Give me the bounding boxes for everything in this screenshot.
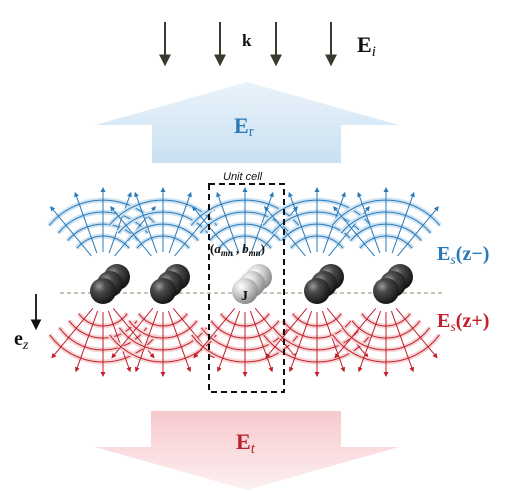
radiation-arrow xyxy=(264,206,306,257)
incident-field-label: Ei xyxy=(357,32,376,60)
radiation-arrow xyxy=(216,310,241,373)
reflected-field-arrow xyxy=(95,82,399,163)
radiation-arrow xyxy=(108,191,132,254)
radiation-arrow xyxy=(74,310,99,373)
particle xyxy=(150,278,176,304)
radiation-arrow xyxy=(167,310,192,373)
radiation-arrow xyxy=(265,307,308,359)
radiation-arrow xyxy=(192,206,234,257)
radiation-arrow xyxy=(288,310,313,373)
radiation-arrow xyxy=(333,206,375,257)
radiation-arrow xyxy=(357,191,381,254)
radiation-arrow xyxy=(397,206,439,257)
radiation-arrow xyxy=(134,191,158,254)
radiation-arrow xyxy=(249,310,274,373)
scatterer-array xyxy=(90,264,413,304)
current-label: J xyxy=(241,289,248,304)
radiation-arrow xyxy=(390,310,415,373)
unit-cell-box xyxy=(208,183,285,393)
reflected-field-label: Er xyxy=(234,113,254,140)
radiation-arrow xyxy=(74,191,98,254)
particle xyxy=(373,278,399,304)
radiation-arrow xyxy=(134,310,159,373)
radiation-arrow xyxy=(216,191,240,254)
radiation-arrow xyxy=(111,307,154,359)
radiation-arrow xyxy=(321,310,346,373)
unit-cell-particle xyxy=(232,278,258,304)
radiation-arrow xyxy=(334,307,377,359)
z-axis-label: ez xyxy=(14,328,29,353)
radiation-arrow xyxy=(288,191,312,254)
incident-wave-arrows xyxy=(159,22,337,67)
scattered-field-minus-label: Es(z−) xyxy=(437,243,489,268)
transmitted-field-label: Et xyxy=(236,429,256,457)
particle xyxy=(304,278,330,304)
downward-scattered-waves xyxy=(47,307,442,377)
radiation-arrow xyxy=(391,191,415,254)
coefficients-label: (amn,bmn) xyxy=(210,241,265,258)
wavevector-label: k xyxy=(242,31,252,50)
particle xyxy=(90,278,116,304)
radiation-arrow xyxy=(51,307,94,359)
radiation-arrow xyxy=(50,206,92,257)
upward-scattered-waves xyxy=(47,187,442,257)
scattered-field-plus-label: Es(z+) xyxy=(437,310,489,335)
radiation-arrow xyxy=(168,191,192,254)
radiation-arrow xyxy=(110,206,152,257)
radiation-arrow xyxy=(193,307,236,359)
radiation-arrow xyxy=(395,307,438,359)
radiation-arrow xyxy=(107,310,132,373)
radiation-arrow xyxy=(357,310,382,373)
unit-cell-label: Unit cell xyxy=(223,171,263,183)
transmitted-field-arrow xyxy=(95,411,399,490)
